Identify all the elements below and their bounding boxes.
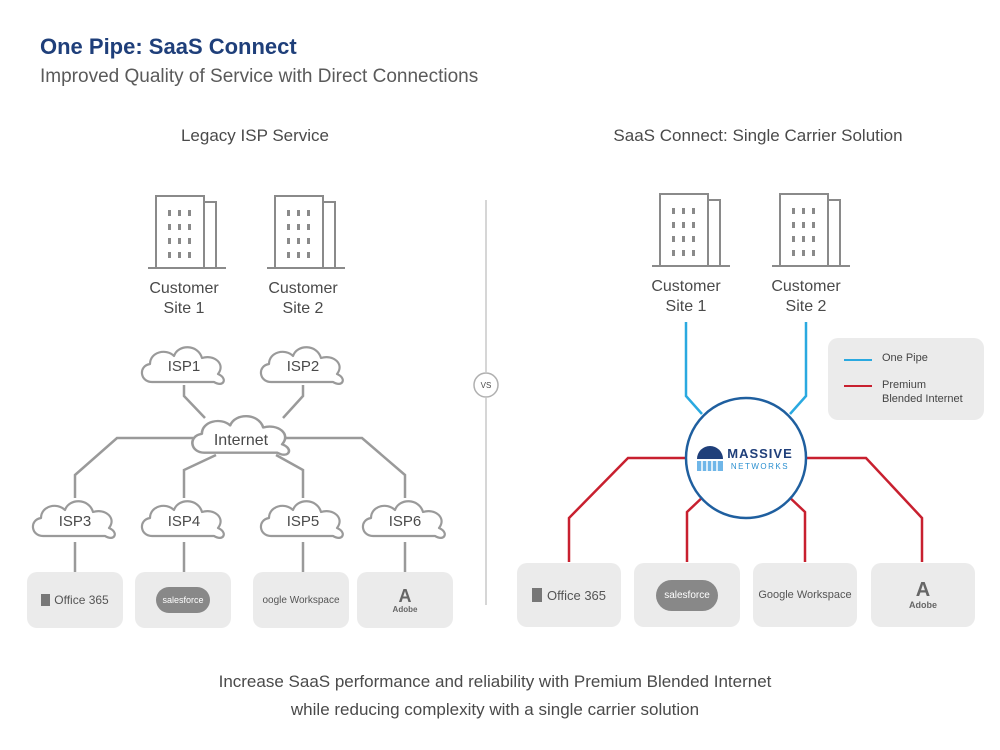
salesforce-icon: salesforce <box>156 587 210 613</box>
left-app-adobe: A Adobe <box>357 572 453 628</box>
isp5-label: ISP5 <box>287 513 320 530</box>
isp1-label: ISP1 <box>168 358 201 375</box>
left-app-salesforce: salesforce <box>135 572 231 628</box>
right-app-adobe-label: Adobe <box>909 600 937 610</box>
legend-swatch-red <box>844 385 872 387</box>
footer-line2: while reducing complexity with a single … <box>290 700 700 719</box>
left-site-2-line1: Customer <box>268 280 338 297</box>
one-pipe-links <box>684 322 808 415</box>
left-app-google-workspace: oogle Workspace <box>253 572 349 628</box>
left-building-1 <box>147 195 227 269</box>
office-icon <box>41 594 51 606</box>
footer-line1: Increase SaaS performance and reliabilit… <box>218 672 772 691</box>
legacy-connectors <box>73 385 407 572</box>
right-column-heading: SaaS Connect: Single Carrier Solution <box>613 126 903 145</box>
left-site-1-line2: Site 1 <box>164 300 205 317</box>
legend-item-premium: Premium Blended Internet <box>844 378 963 406</box>
legend: One Pipe Premium Blended Internet <box>828 338 984 420</box>
vs-label: VS <box>481 381 492 390</box>
isp6-label: ISP6 <box>389 513 422 530</box>
left-column-heading: Legacy ISP Service <box>180 126 330 145</box>
legend-label-premium-1: Premium <box>882 379 927 391</box>
right-site-2-line1: Customer <box>771 278 841 295</box>
right-app-adobe: A Adobe <box>871 563 975 627</box>
legend-item-one-pipe: One Pipe <box>844 352 928 364</box>
page-subtitle: Improved Quality of Service with Direct … <box>40 66 479 87</box>
logo-line2: NETWORKS <box>731 462 789 471</box>
left-app-office365: Office 365 <box>27 572 123 628</box>
right-app-office365: Office 365 <box>517 563 621 627</box>
isp4-label: ISP4 <box>168 513 201 530</box>
footer-text: Increase SaaS performance and reliabilit… <box>0 668 990 724</box>
left-site-1-line1: Customer <box>149 280 219 297</box>
adobe-icon: A <box>398 585 412 606</box>
right-building-1 <box>651 193 731 267</box>
salesforce-icon: salesforce <box>656 579 718 611</box>
internet-label: Internet <box>214 432 269 449</box>
right-app-office365-label: Office 365 <box>546 587 607 603</box>
legend-label-premium-2: Blended Internet <box>882 393 963 405</box>
isp2-label: ISP2 <box>287 358 320 375</box>
legend-swatch-blue <box>844 359 872 361</box>
premium-links <box>567 456 924 562</box>
right-site-1-line1: Customer <box>651 278 721 295</box>
right-app-google-label: Google Workspace <box>758 589 852 601</box>
isp3-label: ISP3 <box>59 513 92 530</box>
right-app-salesforce: salesforce <box>634 563 740 627</box>
left-app-office365-label: Office 365 <box>54 593 109 607</box>
legend-label-one-pipe: One Pipe <box>882 352 928 364</box>
left-site-2-line2: Site 2 <box>283 300 324 317</box>
left-building-2 <box>266 195 346 269</box>
right-app-google-workspace: Google Workspace <box>753 563 857 627</box>
page-title: One Pipe: SaaS Connect <box>40 34 297 59</box>
left-app-google-label: oogle Workspace <box>262 594 340 606</box>
logo-line1: MASSIVE <box>727 446 793 461</box>
adobe-icon: A <box>915 579 931 601</box>
office-icon <box>531 588 542 602</box>
massive-networks-logo-icon <box>697 446 723 471</box>
vs-badge <box>473 372 499 398</box>
massive-networks-hub <box>684 396 808 520</box>
left-app-adobe-label: Adobe <box>392 604 418 614</box>
right-building-2 <box>771 193 851 267</box>
right-site-2-line2: Site 2 <box>786 298 827 315</box>
right-site-1-line2: Site 1 <box>666 298 707 315</box>
